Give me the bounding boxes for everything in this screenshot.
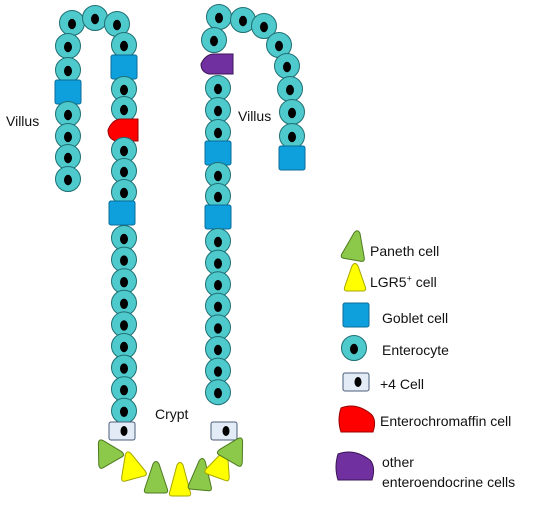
enterocyte-cell — [111, 225, 137, 251]
enterocyte-cell — [201, 27, 227, 53]
paneth-cell — [143, 461, 169, 494]
lgr5-suffix: cell — [411, 274, 437, 290]
legend-goblet-label: Goblet cell — [382, 310, 449, 326]
lgr5-superscript: + — [406, 273, 412, 284]
enterocyte-cell — [111, 32, 137, 58]
enterocyte-cell — [230, 7, 256, 33]
enterocyte-cell — [266, 32, 292, 58]
enterocyte-cell — [111, 397, 137, 424]
legend-plus4-label: +4 Cell — [380, 376, 424, 392]
plus4-cell — [108, 421, 136, 441]
legend-plus4-icon — [342, 372, 370, 392]
enterochromaffin-cell — [107, 118, 139, 142]
goblet-cell — [204, 204, 232, 230]
enterocyte-cell — [111, 137, 137, 163]
paneth-cell — [97, 439, 125, 469]
enterocyte-cell — [279, 123, 305, 149]
enterocyte-cell — [205, 119, 231, 145]
enterocyte-cell — [55, 166, 81, 192]
paneth-cell — [216, 437, 244, 467]
enterocyte-cell — [111, 268, 137, 295]
goblet-cell — [108, 200, 136, 226]
enterocyte-cell — [205, 75, 231, 101]
paneth-cell — [187, 458, 212, 492]
plus4-cell — [210, 421, 238, 441]
enterocyte-cell — [205, 379, 231, 406]
epithelium-cells — [54, 4, 306, 497]
enterocyte-cell — [104, 11, 130, 37]
enterocyte-cell — [55, 33, 81, 59]
goblet-cell — [204, 140, 232, 166]
enterocyte-cell — [111, 289, 137, 316]
legend-lgr5-icon — [343, 263, 367, 292]
goblet-cell — [54, 79, 82, 105]
legend-enterochromaffin-label: Enterochromaffin cell — [380, 413, 512, 429]
enterocyte-cell — [206, 4, 232, 30]
enterocyte-cell — [55, 57, 81, 83]
lgr5-text: LGR5 — [370, 274, 407, 290]
legend-enterocyte-icon — [341, 335, 367, 361]
enterocyte-cell — [59, 10, 85, 36]
legend-lgr5-label: LGR5+ cell — [370, 273, 437, 291]
enterocyte-cell — [82, 5, 108, 31]
legend-enterochromaffin-icon — [338, 405, 376, 433]
legend-paneth-label: Paneth cell — [370, 243, 440, 259]
enterocyte-cell — [205, 97, 231, 123]
legend-enterocyte-label: Enterocyte — [382, 342, 449, 358]
legend-other-label-line2: enteroendocrine cells — [382, 474, 516, 490]
enterocyte-cell — [55, 101, 81, 127]
legend-icons — [335, 230, 376, 481]
goblet-cell — [278, 145, 306, 171]
legend-paneth-icon — [340, 230, 365, 262]
enterocyte-cell — [205, 314, 231, 341]
enterocyte-cell — [251, 13, 277, 39]
villus-left-label: Villus — [6, 113, 40, 129]
lgr5-cell — [121, 451, 147, 482]
goblet-cell — [110, 54, 138, 80]
enterocyte-cell — [205, 271, 231, 298]
enterocyte-cell — [205, 162, 231, 188]
enterocyte-cell — [111, 246, 137, 273]
villus-right-label: Villus — [238, 108, 272, 124]
enterocyte-cell — [274, 53, 300, 79]
enterocyte-cell — [277, 76, 303, 102]
crypt-label: Crypt — [155, 406, 189, 422]
legend-enteroendocrine-icon — [335, 451, 375, 481]
legend-other-label-line1: other — [382, 454, 414, 470]
lgr5-cell — [168, 462, 192, 497]
enterocyte-cell — [111, 333, 137, 359]
legend-goblet-icon — [342, 302, 370, 328]
enterocyte-cell — [55, 144, 81, 170]
enterocyte-cell — [111, 96, 137, 122]
enterocyte-cell — [279, 99, 305, 125]
enteroendocrine-cell — [200, 53, 234, 75]
